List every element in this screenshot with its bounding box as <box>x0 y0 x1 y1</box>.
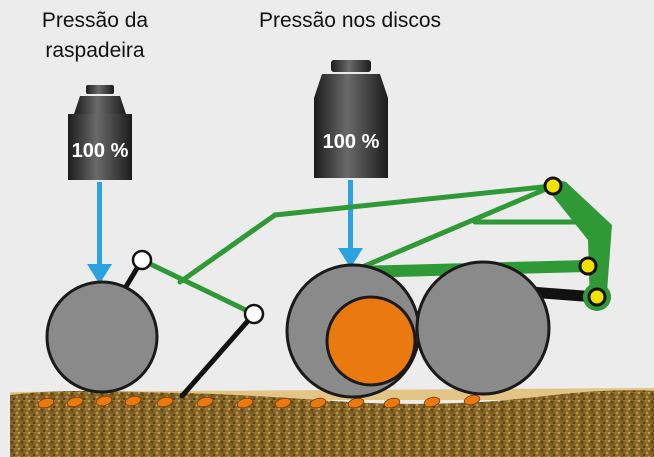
scraper-blade-arm <box>179 311 257 399</box>
seed <box>347 397 365 409</box>
seed <box>309 397 327 409</box>
seed <box>196 396 214 408</box>
scraper-pressure-arrow <box>87 182 112 284</box>
top-frame-bar <box>272 183 555 218</box>
frame-upright <box>548 178 612 305</box>
seed <box>463 394 481 406</box>
disc-weight-label: 100 % <box>323 131 380 153</box>
seed-plate <box>325 295 417 387</box>
pivot-yellow-middle <box>578 256 598 276</box>
seed <box>236 397 254 409</box>
seed <box>274 397 292 409</box>
pivot-yellow-top <box>543 176 563 196</box>
seed <box>124 395 142 407</box>
seed <box>66 396 84 408</box>
scraper-wheel <box>45 280 159 394</box>
disc-weight-icon: 100 % <box>314 60 388 178</box>
seed <box>37 397 55 409</box>
diagonal-frame-bar <box>357 183 556 271</box>
scraper-pressure-label-line2: raspadeira <box>45 39 145 62</box>
pivot-yellow-bottom <box>587 287 607 307</box>
disc-pressure-arrow <box>338 180 363 268</box>
seed <box>383 397 401 409</box>
scraper-pressure-label: Pressão da raspadeira <box>10 6 180 66</box>
pivot-white-upper <box>131 249 153 271</box>
seed <box>95 395 113 407</box>
seeds-row <box>37 394 481 409</box>
soil <box>10 390 654 457</box>
scraper-weight-label: 100 % <box>72 140 129 162</box>
seed <box>156 396 174 408</box>
pivot-white-lower <box>243 303 265 325</box>
scraper-pressure-label-line1: Pressão da <box>41 9 149 32</box>
disc-pressure-label: Pressão nos discos <box>258 9 442 32</box>
seed <box>423 396 441 408</box>
scraper-weight-icon: 100 % <box>68 85 132 180</box>
upper-frame-bar <box>177 212 278 285</box>
scraper-link-bar <box>139 257 257 317</box>
rear-disc <box>415 260 551 396</box>
